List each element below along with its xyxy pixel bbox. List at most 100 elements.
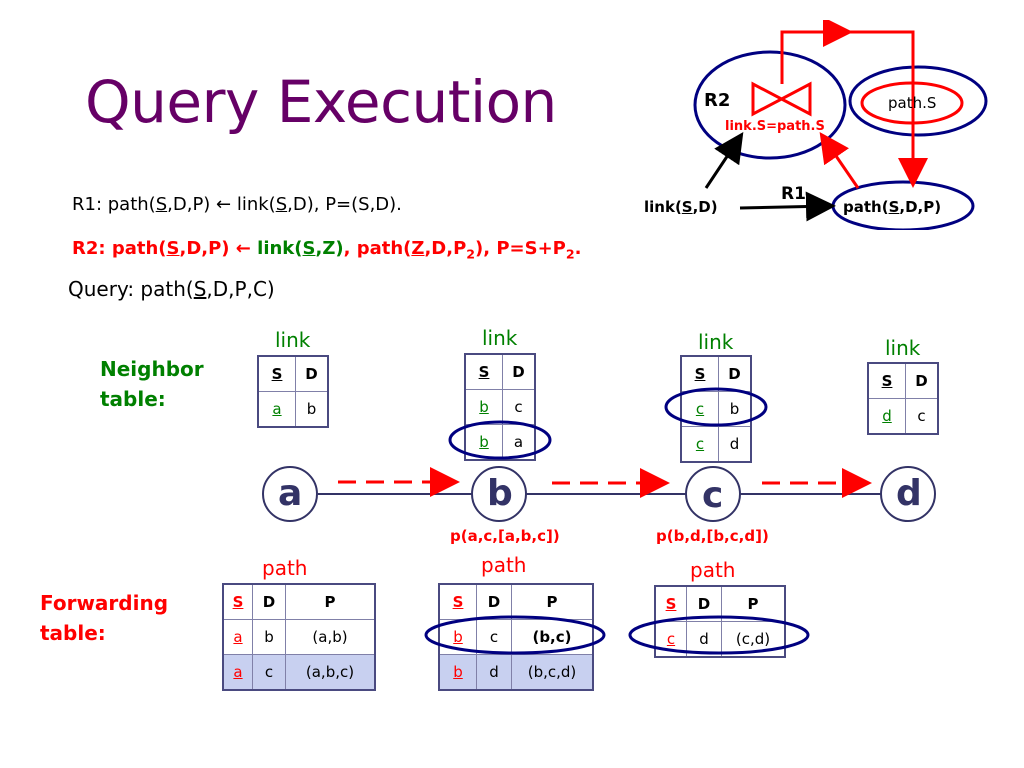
cell-d: b	[718, 391, 752, 427]
rule-r2-text: , path(	[343, 238, 412, 259]
link-node-text: link(	[644, 198, 682, 216]
r1-label: R1	[781, 184, 806, 204]
path-node-text: ,D,P)	[899, 198, 942, 216]
forwarding-label-line: Forwarding	[40, 591, 169, 615]
cell-d: c	[502, 389, 536, 425]
rule-r1-text: R1: path(	[72, 194, 156, 215]
cell-s: b	[438, 654, 477, 691]
path-to-join-arrow	[819, 132, 860, 189]
node-d	[880, 466, 936, 522]
rule-r2-text: link(	[257, 238, 303, 259]
rule-r2-z: Z	[411, 238, 425, 259]
query-rest: ,D,P,C)	[206, 277, 275, 301]
cell-s: c	[680, 426, 719, 463]
packet-label: p(b,d,[b,c,d])	[656, 527, 769, 545]
link-table-label: link	[482, 326, 518, 350]
rule-r2-text: ,D,P	[424, 238, 467, 259]
node-c	[685, 466, 741, 522]
r2-label: R2	[704, 90, 731, 111]
rule-r2-link: link(S,Z)	[257, 238, 343, 259]
cell-d: b	[295, 391, 329, 428]
path-s-outer-ellipse	[848, 65, 988, 137]
node-b	[471, 466, 527, 522]
rule-r1-text: ,D), P=(S,D).	[287, 194, 402, 215]
cell-d: b	[252, 619, 286, 655]
forwarding-label-line: table:	[40, 621, 106, 645]
node-a-label: a	[278, 473, 303, 514]
rule-r1: R1: path(S,D,P) ← link(S,D), P=(S,D).	[72, 194, 402, 215]
path-node-label: path(S,D,P)	[843, 198, 941, 216]
rule-r2: R2: path(S,D,P) ← link(S,Z), path(Z,D,P2…	[72, 238, 581, 262]
cell-p: (b,c)	[511, 619, 594, 655]
path-node-s: S	[888, 198, 900, 216]
cell-s: a	[222, 654, 253, 691]
neighbor-table-label: Neighbor table:	[100, 354, 204, 414]
header-d: D	[686, 585, 722, 622]
path-s-label: path.S	[888, 94, 937, 112]
rule-r2-text: .	[574, 238, 582, 259]
cell-d: c	[905, 398, 939, 435]
header-d: D	[905, 362, 939, 399]
node-a	[262, 466, 318, 522]
cell-s: b	[438, 619, 477, 655]
link-node-text: ,D)	[692, 198, 718, 216]
cell-p: (a,b,c)	[285, 654, 376, 691]
rule-r1-s: S	[155, 194, 168, 215]
header-s: S	[222, 583, 253, 620]
link-node-label: link(S,D)	[644, 198, 718, 216]
loop-down-arrow	[842, 30, 928, 188]
link-node-s: S	[681, 198, 693, 216]
loop-arrow	[780, 20, 853, 84]
header-d: D	[502, 353, 536, 390]
header-d: D	[295, 355, 329, 392]
cell-d: c	[476, 619, 512, 655]
link-to-join-arrow	[704, 132, 744, 189]
rule-r2-sub: 2	[565, 246, 575, 262]
header-s: S	[438, 583, 477, 620]
header-d: D	[718, 355, 752, 392]
header-s: S	[464, 353, 503, 390]
rule-r2-text: R2: path(	[72, 238, 167, 259]
path-table-label: path	[690, 558, 736, 582]
header-d: D	[252, 583, 286, 620]
neighbor-label-line: Neighbor	[100, 357, 204, 381]
cell-d: d	[718, 426, 752, 463]
rule-r1-text: ,D,P) ← link(	[167, 194, 276, 215]
cell-s: d	[867, 398, 906, 435]
link-table-label: link	[698, 330, 734, 354]
node-b-label: b	[487, 473, 513, 514]
rule-r2-s: S	[166, 238, 180, 259]
query-text: Query: path(S,D,P,C)	[68, 277, 275, 301]
node-d-label: d	[896, 473, 922, 514]
rule-r2-text: ,D,P) ←	[179, 238, 258, 259]
query-prefix: Query: path(	[68, 277, 194, 301]
rule-r2-text: ,Z)	[315, 238, 344, 259]
join-icon	[751, 81, 812, 117]
rule-r2-text: ), P=S+P	[475, 238, 566, 259]
packet-label: p(a,c,[a,b,c])	[450, 527, 560, 545]
join-label: link.S=path.S	[725, 119, 825, 134]
cell-s: a	[222, 619, 253, 655]
header-s: S	[654, 585, 687, 622]
plan-diagram	[693, 20, 988, 230]
cell-s: c	[680, 391, 719, 427]
path-node-text: path(	[843, 198, 889, 216]
rule-r2-s: S	[302, 238, 316, 259]
header-p: P	[721, 585, 786, 622]
query-s: S	[193, 277, 207, 301]
rule-r1-s: S	[275, 194, 288, 215]
header-p: P	[285, 583, 376, 620]
path-table-label: path	[262, 556, 308, 580]
header-d: D	[476, 583, 512, 620]
cell-d: c	[252, 654, 286, 691]
cell-d: d	[476, 654, 512, 691]
page-title: Query Execution	[85, 68, 557, 136]
rule-r2-sub: 2	[466, 246, 476, 262]
link-table-label: link	[885, 336, 921, 360]
cell-p: (c,d)	[721, 621, 786, 658]
forwarding-table-label: Forwarding table:	[40, 588, 168, 648]
